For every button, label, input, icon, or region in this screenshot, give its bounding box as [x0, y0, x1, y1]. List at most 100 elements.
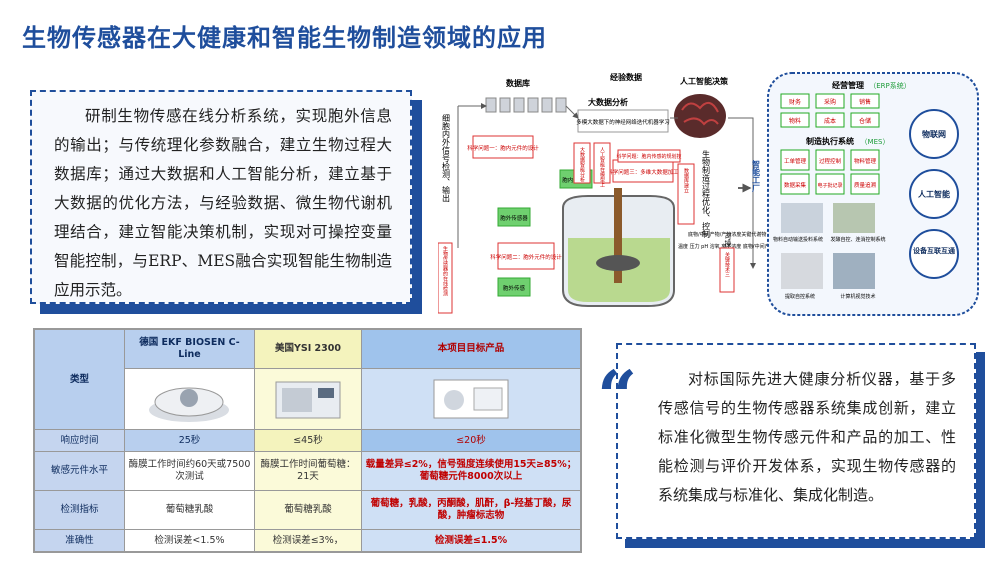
product-image-ekf — [124, 368, 255, 431]
diagram-left-vertical: 细胞内外信号检测、输出 — [442, 113, 451, 203]
diagram-mes-title: 制造执行系统 — [806, 136, 854, 146]
node-data-box — [677, 163, 695, 225]
sci2-box — [497, 242, 555, 270]
circle-iot — [909, 109, 959, 159]
photo-label: 提取自控系统 — [785, 293, 815, 300]
diagram-node-data: 数据库建立 — [683, 167, 689, 193]
circle-label: 人工智能 — [918, 189, 950, 199]
diagram-left-red: 生物传感器的在线检测 — [442, 245, 448, 297]
diagram-right-vertical: 生物制造过程优化、控制 — [702, 149, 711, 239]
cell-value: 检测误差≤1.5% — [360, 529, 582, 552]
card-left-text: 研制生物传感在线分析系统，实现胞外信息的输出；与传统理化参数融合，建立生物过程大… — [54, 107, 392, 299]
sensor-out2-box — [497, 277, 531, 297]
mes-grid: 工单管理 过程控制 物料管理 数据采集 电子批记录 质量追溯 — [780, 149, 880, 195]
mes-item: 过程控制 — [819, 157, 842, 165]
diagram-sensor-out2: 胞外传感 — [503, 284, 526, 292]
diagram-ai-decision: 人工智能决策 — [680, 76, 729, 86]
circle-label: 物联网 — [922, 129, 946, 139]
sensor-out1-box — [497, 207, 531, 227]
cell-value: 检测误差≤3%， — [253, 529, 362, 552]
cell-value: ≤45秒 — [253, 429, 362, 452]
right-red-box — [719, 247, 735, 293]
col-header-target: 本项目目标产品 — [360, 328, 582, 370]
col-header-ekf: 德国 EKF BIOSEN C-Line — [124, 328, 255, 370]
photo-label: 物料自动输送投料系统 — [773, 236, 823, 243]
product-image-ysi — [253, 368, 362, 431]
mes-item: 工单管理 — [784, 157, 807, 165]
comparison-table: 类型 德国 EKF BIOSEN C-Line 美国YSI 2300 本项目目标… — [33, 328, 582, 553]
photo-vision — [833, 253, 875, 289]
cell-value: 葡萄糖乳酸 — [253, 490, 362, 531]
row-label: 检测指标 — [34, 490, 125, 531]
diagram-sci1: 科学问题一：胞内元件的设计 — [467, 144, 539, 152]
row-label: 准确性 — [34, 529, 125, 552]
cell-value: 酶膜工作时间约60天或7500次测试 — [124, 450, 255, 492]
page-title: 生物传感器在大健康和智能生物制造领域的应用 — [22, 24, 547, 52]
diagram-node-product: 底物/中间产物/产物浓度关键代谢物 — [688, 231, 766, 238]
erp-item: 物料 — [789, 117, 801, 125]
diagram-right-red: 关键技术三 — [724, 251, 730, 277]
erp-item: 仓储 — [859, 117, 871, 125]
cell-value: ≤20秒 — [360, 429, 582, 452]
photo-label: 计算机视觉技术 — [840, 293, 875, 300]
erp-item: 销售 — [859, 98, 871, 106]
erp-item: 采购 — [824, 98, 836, 106]
diagram-bigdata-note: 多模大数据下的神经网络迭代机器学习 — [576, 118, 670, 126]
cell-value: 检测误差<1.5% — [124, 529, 255, 552]
diagram-experience: 经验数据 — [610, 72, 642, 82]
bigdata-box — [577, 109, 669, 133]
analyzer-icon — [149, 387, 230, 423]
card-right: 对标国际先进大健康分析仪器，基于多传感信号的生物传感器系统集成创新，建立标准化微… — [616, 343, 976, 539]
cell-value: 25秒 — [124, 429, 255, 452]
photo-fermentor — [833, 203, 875, 233]
diagram-node-model: 人工智能在模型上 — [599, 147, 605, 187]
diagram-big-data: 大数据分析 — [588, 97, 628, 107]
cell-value: 载量差异≤2%，信号强度连续使用15天≥85%；葡萄糖元件8000次以上 — [360, 450, 582, 492]
sci1-box — [472, 135, 534, 159]
photo-conveyor — [781, 203, 823, 233]
brain-icon — [674, 94, 726, 138]
erp-item: 成本 — [824, 117, 836, 125]
diagram-smart-factory: 智能工厂 — [752, 159, 761, 193]
mes-item: 物料管理 — [854, 157, 877, 165]
mes-item: 质量追溯 — [854, 181, 877, 189]
diagram-database: 数据库 — [506, 78, 530, 88]
bioreactor-icon — [562, 188, 675, 307]
row-label: 响应时间 — [34, 429, 125, 452]
mes-item: 电子批记录 — [817, 182, 842, 189]
node-big-box — [573, 142, 591, 184]
diagram-sci4: 科学问题：胞内传感的规划技 — [616, 153, 681, 160]
card-left: 研制生物传感在线分析系统，实现胞外信息的输出；与传统理化参数融合，建立生物过程大… — [30, 90, 412, 304]
diagram-erp-title: 经营管理 — [832, 80, 864, 90]
process-diagram: 数据库 经验数据 人工智能决策 大数据分析 多模大数据下的神经网络迭代机器学习 … — [438, 72, 979, 316]
card-right-text: 对标国际先进大健康分析仪器，基于多传感信号的生物传感器系统集成创新，建立标准化微… — [658, 370, 956, 504]
diagram-mes-sub: （MES） — [861, 138, 890, 146]
diagram-erp-sub: （ERP系统） — [869, 81, 911, 90]
left-red-box — [438, 242, 453, 314]
cell-value: 葡萄糖，乳酸，丙酮酸，肌酐，β-羟基丁酸，尿酸，肿瘤标志物 — [360, 490, 582, 531]
server-icon — [485, 97, 567, 113]
sci4-box — [617, 149, 681, 163]
diagram-sensor-out1: 胞外传感器 — [500, 214, 528, 222]
mes-item: 数据采集 — [784, 181, 807, 189]
col-header-ysi: 美国YSI 2300 — [253, 328, 362, 370]
circle-device — [909, 229, 959, 279]
table-corner: 类型 — [34, 328, 125, 431]
erp-item: 财务 — [789, 98, 801, 106]
photo-label: 发酵自控、连消控制系统 — [830, 236, 885, 243]
circle-label: 设备互联互通 — [913, 246, 956, 255]
cell-value: 葡萄糖乳酸 — [124, 490, 255, 531]
analyzer-icon — [433, 379, 509, 419]
diagram-sci3: 科学问题三：多维大数据加工 — [607, 168, 679, 176]
diagram-node-big: 大数据智能分析 — [579, 146, 585, 183]
erp-grid: 财务 采购 销售 物料 成本 仓储 — [780, 93, 880, 128]
node-model-box — [593, 142, 611, 184]
analyzer-icon — [275, 381, 341, 419]
circle-ai — [909, 169, 959, 219]
quote-mark-icon: “ — [597, 355, 638, 438]
cell-value: 酶膜工作时间葡萄糖：21天 — [253, 450, 362, 492]
row-label: 敏感元件水平 — [34, 450, 125, 492]
diagram-param-list: 温度 压力 pH 溶氧 离子浓度 底物/中间产物/产物浓度 尾气 生物量 — [678, 243, 824, 250]
diagram-sci2: 科学问题二：胞外元件的设计 — [490, 253, 562, 261]
photo-extraction — [781, 253, 823, 289]
